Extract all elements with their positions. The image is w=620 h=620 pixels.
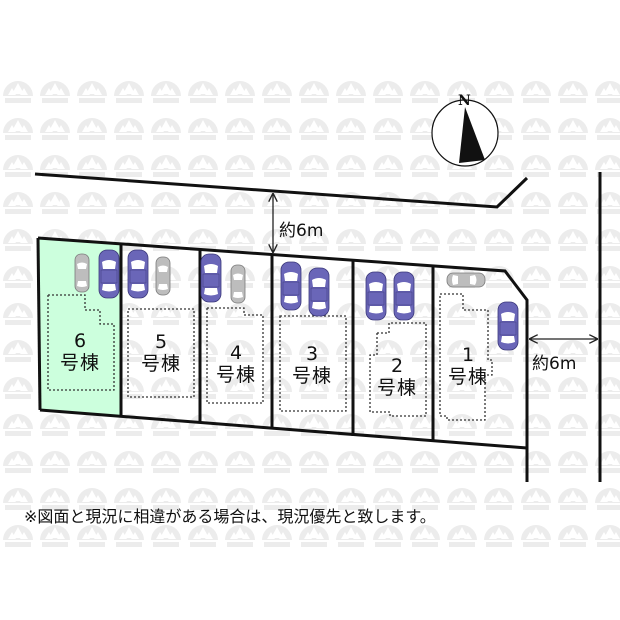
lot-unit-label: 号棟 [59,352,100,374]
compass-north-label: N [458,93,471,109]
lot-4: 4 号棟 [207,342,265,386]
east-road-width-label: 約6m [532,354,577,374]
north-road-width-label: 約6m [279,221,324,241]
lot-number: 5 [154,331,168,353]
lot-number: 6 [73,330,87,352]
north-arrow-icon [431,99,499,167]
lot-unit-label: 号棟 [291,365,332,387]
lot-5: 5 号棟 [132,331,190,375]
lot-unit-label: 号棟 [447,366,488,388]
lot-2: 2 号棟 [369,355,425,399]
lot-unit-label: 号棟 [140,353,181,375]
lot-unit-label: 号棟 [376,377,417,399]
lot-6: 6 号棟 [52,330,108,374]
building-footprints [47,293,493,421]
lot-number: 2 [390,355,404,377]
lot-unit-label: 号棟 [215,364,256,386]
lot-number: 4 [229,342,243,364]
lot-number: 3 [305,343,319,365]
north-road-edge [34,172,529,209]
lot-3: 3 号棟 [283,343,341,387]
lot-number: 1 [461,344,475,366]
lot-dividers [119,244,435,442]
lot-1: 1 号棟 [440,344,496,388]
disclaimer-note: ※図面と現況に相違がある場合は、現況優先と致します。 [24,507,436,526]
